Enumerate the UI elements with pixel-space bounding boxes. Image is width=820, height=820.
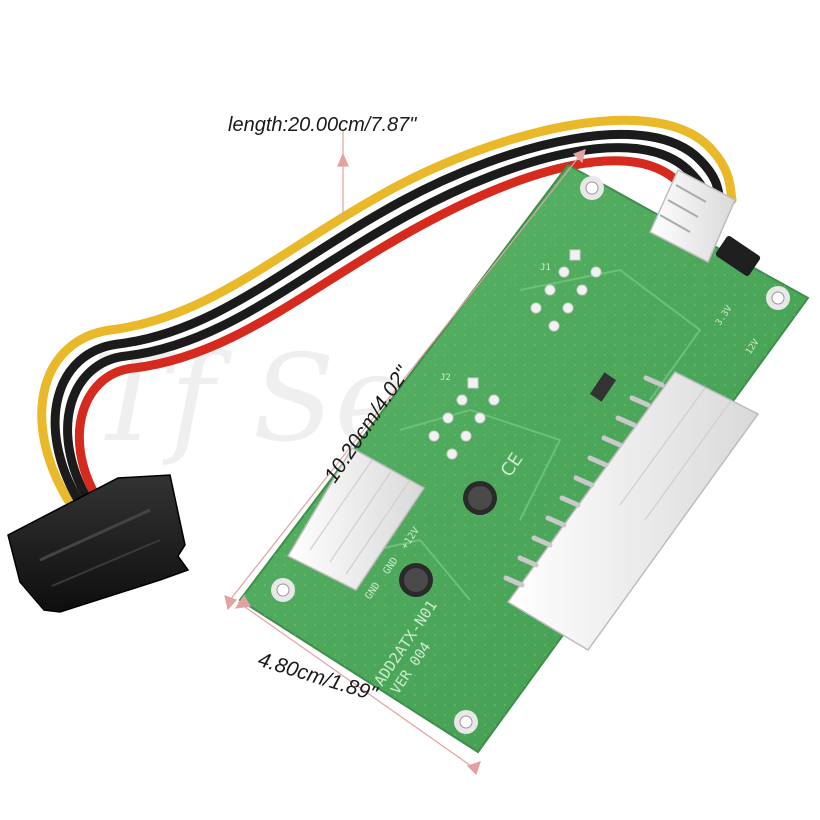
pcb-label-j2: J2 xyxy=(440,373,451,383)
ic-chip xyxy=(589,372,617,402)
mounting-hole xyxy=(454,710,478,734)
atx-24pin-connector xyxy=(503,371,760,651)
mounting-hole xyxy=(766,286,790,310)
power-cable xyxy=(37,115,737,505)
mounting-hole xyxy=(271,578,295,602)
length-dimension-label: length:20.00cm/7.87" xyxy=(228,114,417,136)
dimension-lines xyxy=(224,130,586,776)
molex-4pin-connector xyxy=(286,446,426,591)
pcb-label-j1: J1 xyxy=(540,263,551,273)
slide-switch xyxy=(715,236,761,276)
mounting-hole xyxy=(580,176,604,200)
capacitor xyxy=(463,481,497,515)
solder-pads-j2 xyxy=(428,377,500,460)
capacitor xyxy=(399,563,433,597)
sata-power-connector xyxy=(7,474,190,613)
4pin-header-connector xyxy=(649,168,736,264)
atx-pin-leads xyxy=(503,375,665,588)
solder-pads-j1 xyxy=(530,249,602,332)
adapter-pcb: ADD2ATX-N01 VER 004 GND GND +12V 3.3V 12… xyxy=(238,163,810,754)
